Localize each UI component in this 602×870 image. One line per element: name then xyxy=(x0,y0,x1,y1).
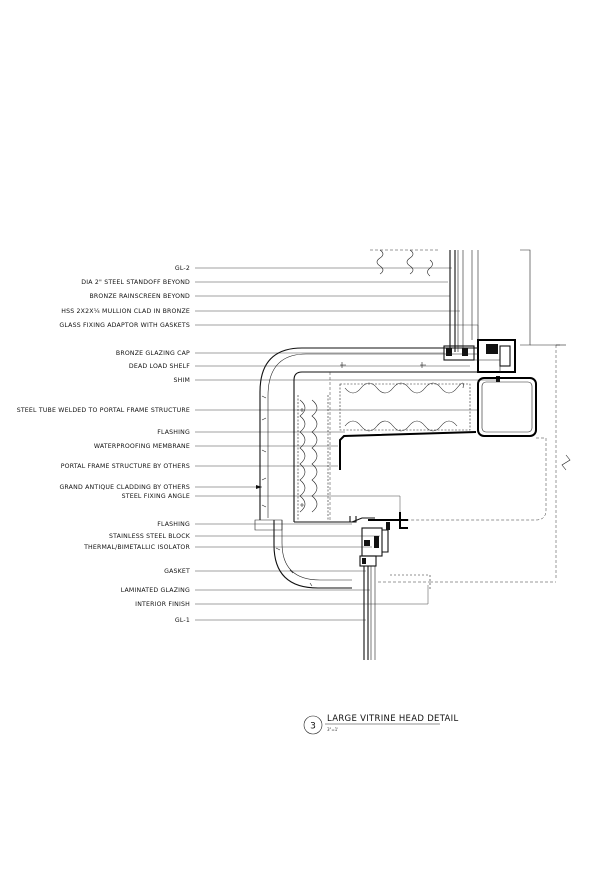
rainscreen-beyond xyxy=(370,249,560,346)
stone-cladding xyxy=(254,347,478,589)
callout-labels: GL-2 DIA 2" STEEL STANDOFF BEYOND BRONZE… xyxy=(17,265,497,624)
glazing-cap-assembly xyxy=(443,339,516,382)
lower-glazing-gl1 xyxy=(363,566,376,660)
label-thermal-isolator: THERMAL/BIMETALLIC ISOLATOR xyxy=(83,544,190,551)
label-stainless-steel-block: STAINLESS STEEL BLOCK xyxy=(109,533,191,540)
lower-head-assembly xyxy=(359,512,408,567)
detail-number: 3 xyxy=(310,722,316,732)
fixing-marks xyxy=(256,362,426,507)
detail-scale: 3"=1' xyxy=(327,727,338,732)
label-grand-antique-cladding: GRAND ANTIQUE CLADDING BY OTHERS xyxy=(59,484,190,491)
upper-glazing-gl2 xyxy=(449,250,479,352)
portal-frame-structure xyxy=(293,371,547,523)
detail-title: LARGE VITRINE HEAD DETAIL xyxy=(327,714,459,724)
label-bronze-rainscreen: BRONZE RAINSCREEN BEYOND xyxy=(89,293,190,300)
label-steel-standoff: DIA 2" STEEL STANDOFF BEYOND xyxy=(81,279,190,286)
interior-finish xyxy=(378,574,431,590)
label-waterproofing-membrane: WATERPROOFING MEMBRANE xyxy=(94,443,190,450)
label-glass-fixing-adaptor: GLASS FIXING ADAPTOR WITH GASKETS xyxy=(59,322,190,329)
label-shim: SHIM xyxy=(173,377,190,384)
label-laminated-glazing: LAMINATED GLAZING xyxy=(121,587,190,594)
insulation xyxy=(297,382,471,520)
title-block: 3 LARGE VITRINE HEAD DETAIL 3"=1' xyxy=(303,714,459,735)
label-gasket: GASKET xyxy=(164,568,190,575)
flashing-membrane xyxy=(339,431,477,523)
label-bronze-glazing-cap: BRONZE GLAZING CAP xyxy=(116,350,190,357)
break-lines xyxy=(430,344,571,583)
leader-glass-fixing-adaptor xyxy=(195,324,479,340)
leader-steel-fixing-angle xyxy=(195,495,401,520)
label-hss-mullion: HSS 2X2X¼ MULLION CLAD IN BRONZE xyxy=(61,308,190,315)
label-interior-finish: INTERIOR FINISH xyxy=(135,601,190,608)
label-gl2: GL-2 xyxy=(175,265,190,272)
label-dead-load-shelf: DEAD LOAD SHELF xyxy=(129,363,190,370)
label-flashing-upper: FLASHING xyxy=(157,429,190,436)
label-steel-tube: STEEL TUBE WELDED TO PORTAL FRAME STRUCT… xyxy=(17,407,190,414)
label-steel-fixing-angle: STEEL FIXING ANGLE xyxy=(122,493,190,500)
label-portal-frame: PORTAL FRAME STRUCTURE BY OTHERS xyxy=(61,463,190,470)
label-flashing-lower: FLASHING xyxy=(157,521,190,528)
steel-tube xyxy=(477,377,537,437)
detail-number-circle xyxy=(303,715,323,735)
leader-interior-finish xyxy=(195,585,429,605)
label-gl1: GL-1 xyxy=(175,617,190,624)
